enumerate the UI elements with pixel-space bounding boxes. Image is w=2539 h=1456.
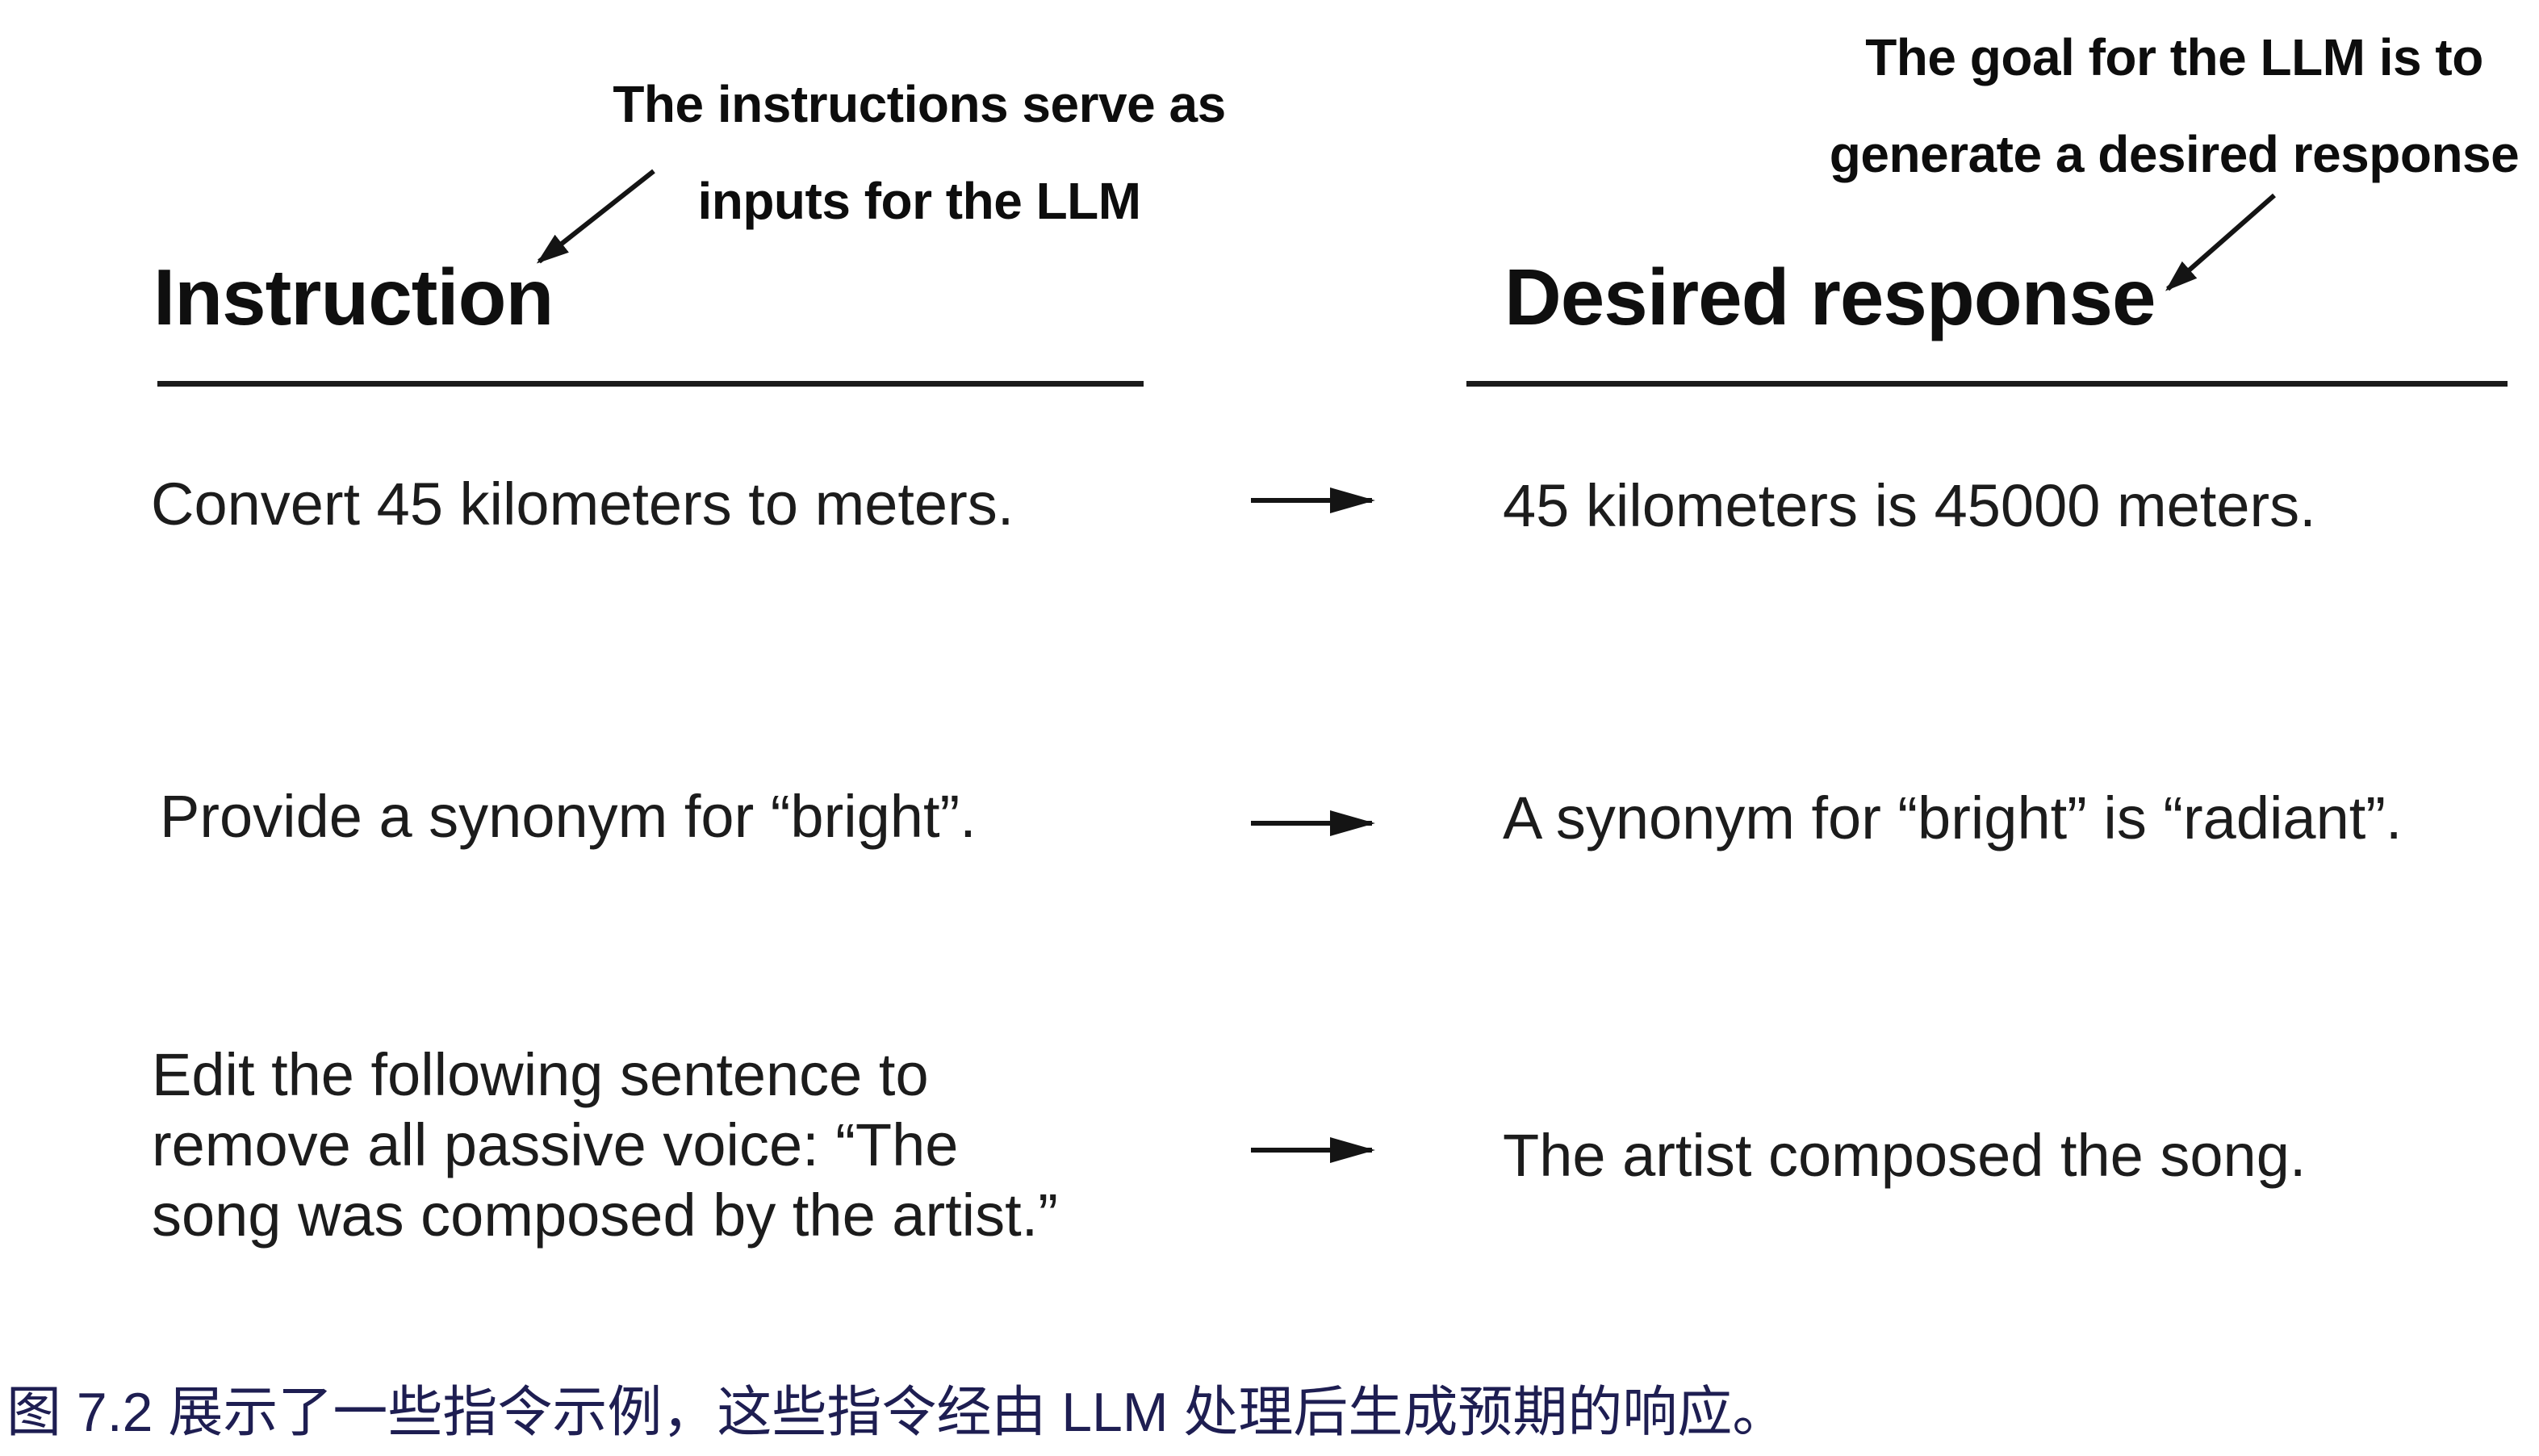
response-cell-1: 45 kilometers is 45000 meters. [1503,472,2316,539]
instruction-cell-2: Provide a synonym for “bright”. [160,783,977,850]
response-cell-3: The artist composed the song. [1503,1122,2307,1189]
annotation-instructions-note: The instructions serve as inputs for the… [516,56,1323,249]
instruction-cell-1: Convert 45 kilometers to meters. [151,471,1014,538]
instruction-header-divider [157,381,1144,387]
figure-caption: 图 7.2 展示了一些指令示例，这些指令经由 LLM 处理后生成预期的响应。 [6,1382,1788,1443]
annotation-arrow-right-icon [2165,193,2276,291]
instruction-cell-3: Edit the following sentence to remove al… [152,1041,1058,1249]
annotation-instructions-line2: inputs for the LLM [697,172,1141,230]
instruction-column-header: Instruction [153,253,554,341]
desired-response-column-header: Desired response [1504,253,2156,341]
desired-response-header-divider [1466,381,2508,387]
response-cell-2: A synonym for “bright” is “radiant”. [1503,784,2403,851]
annotation-goal-note: The goal for the LLM is to generate a de… [1771,9,2539,203]
annotation-goal-line2: generate a desired response [1829,125,2520,183]
annotation-instructions-line1: The instructions serve as [613,75,1226,133]
annotation-goal-line1: The goal for the LLM is to [1865,28,2483,86]
